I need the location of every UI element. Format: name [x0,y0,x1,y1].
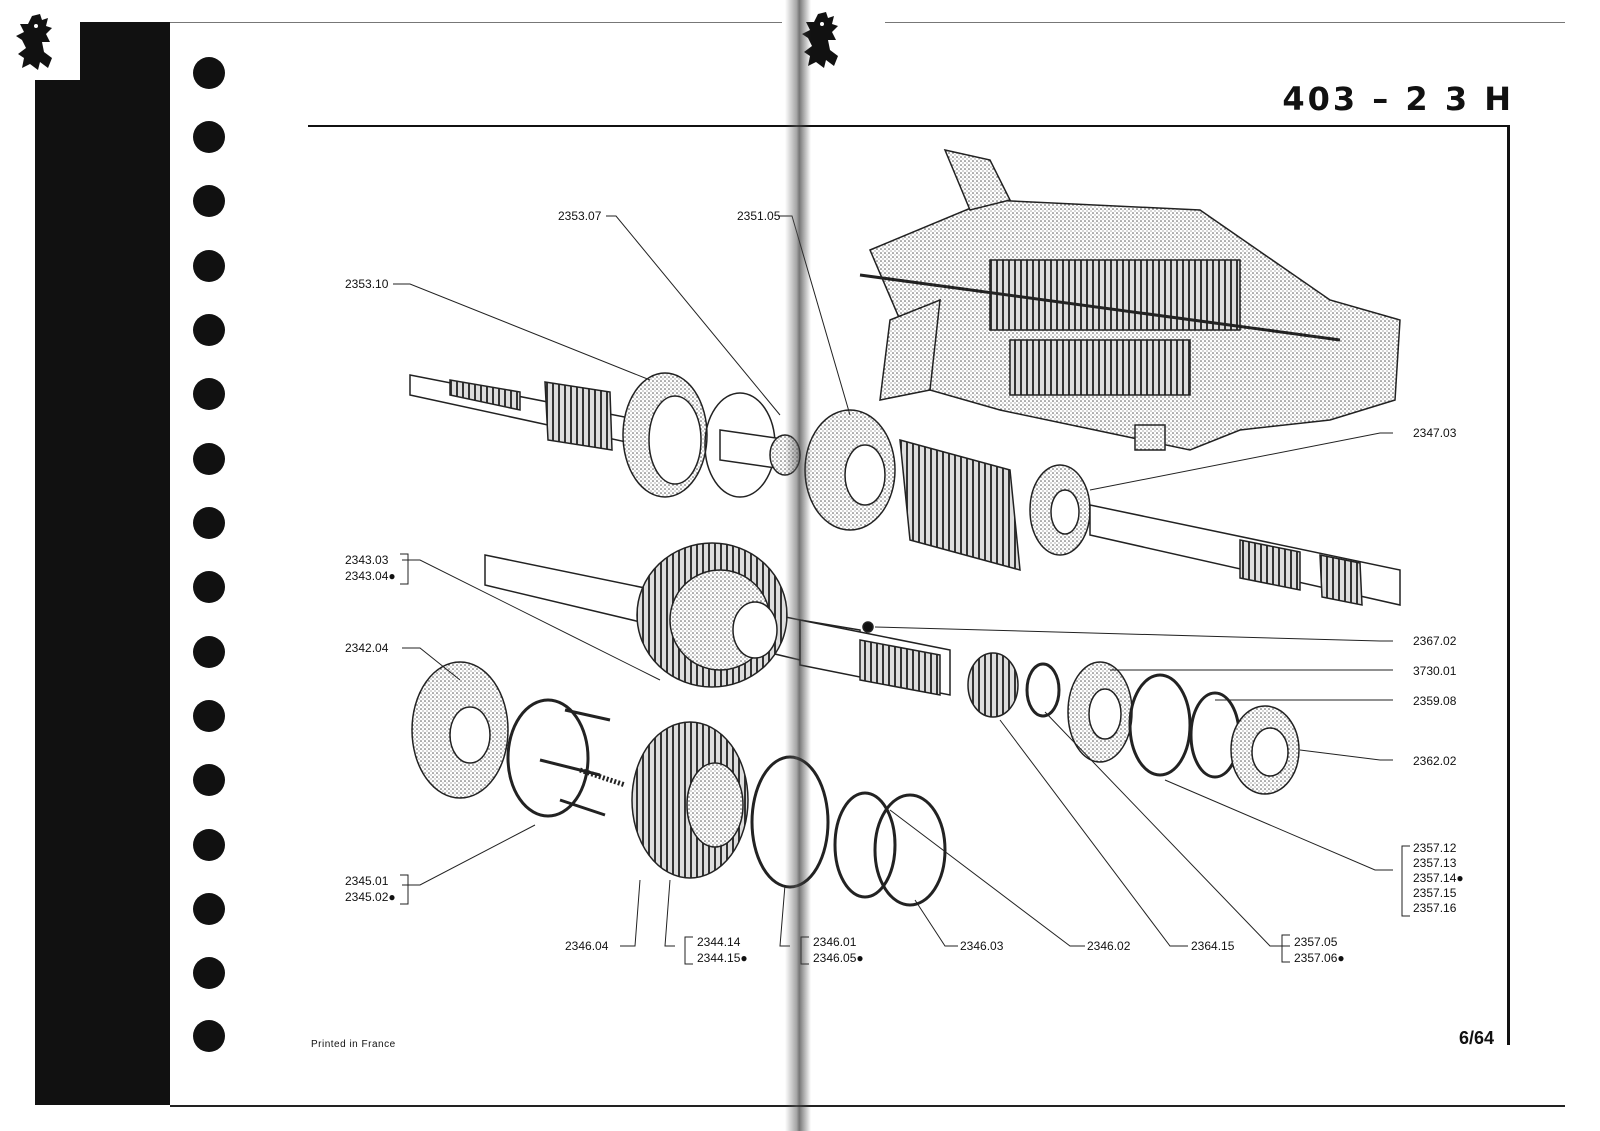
part-label: 2343.04● [345,569,396,583]
peugeot-lion-icon [16,14,52,70]
binder-hole [193,185,225,217]
binder-hole [193,764,225,796]
page-number: 6/64 [1459,1028,1495,1048]
part-label: 2353.07 [558,209,602,223]
part-label: 2357.16 [1413,901,1457,915]
title-rule [308,125,1508,127]
binder-hole [193,250,225,282]
header-rule-right [885,22,1565,23]
part-label: 2346.01 [813,935,857,949]
part-label: 2364.15 [1191,939,1235,953]
binder-hole [193,121,225,153]
binder-spine-top [80,22,170,82]
part-label: 2359.08 [1413,694,1457,708]
binder-hole [193,57,225,89]
binder-hole [193,636,225,668]
part-label: 2347.03 [1413,426,1457,440]
binder-hole [193,893,225,925]
part-label: 2345.02● [345,890,396,904]
part-label: 2343.03 [345,553,389,567]
part-label: 3730.01 [1413,664,1457,678]
part-label: 2362.02 [1413,754,1457,768]
part-label: 2344.15● [697,951,748,965]
binder-hole [193,957,225,989]
binder-hole [193,378,225,410]
part-label: 2342.04 [345,641,389,655]
peugeot-lion-icon [802,12,838,68]
binder-hole [193,314,225,346]
part-label: 2357.06● [1294,951,1345,965]
lower-parts [411,661,947,907]
binder-spine [35,80,170,1105]
part-label: 2346.03 [960,939,1004,953]
part-label: 2357.12 [1413,841,1457,855]
part-label: 2367.02 [1413,634,1457,648]
part-label: 2346.04 [565,939,609,953]
printed-in-note: Printed in France [311,1039,396,1050]
part-label: 2346.05● [813,951,864,965]
model-title: 403 – 2 3 H [1282,80,1514,118]
part-label: 2351.05 [737,209,781,223]
binder-hole [193,507,225,539]
part-label: 2345.01 [345,874,389,888]
right-border-rule [1507,125,1510,1045]
part-label: 2357.14● [1413,871,1464,885]
part-label: 2357.13 [1413,856,1457,870]
part-label: 2353.10 [345,277,389,291]
gearbox-housing [859,148,1401,451]
binder-hole [193,443,225,475]
middle-shaft [484,542,1300,795]
part-label: 2344.14 [697,935,741,949]
part-label: 2346.02 [1087,939,1131,953]
header-rule-left [170,22,782,23]
part-label: 2357.05 [1294,935,1338,949]
binder-hole [193,1020,225,1052]
binder-hole [193,700,225,732]
part-label: 2357.15 [1413,886,1457,900]
binder-hole [193,829,225,861]
page-fold-shadow [785,0,811,1131]
binder-hole [193,571,225,603]
